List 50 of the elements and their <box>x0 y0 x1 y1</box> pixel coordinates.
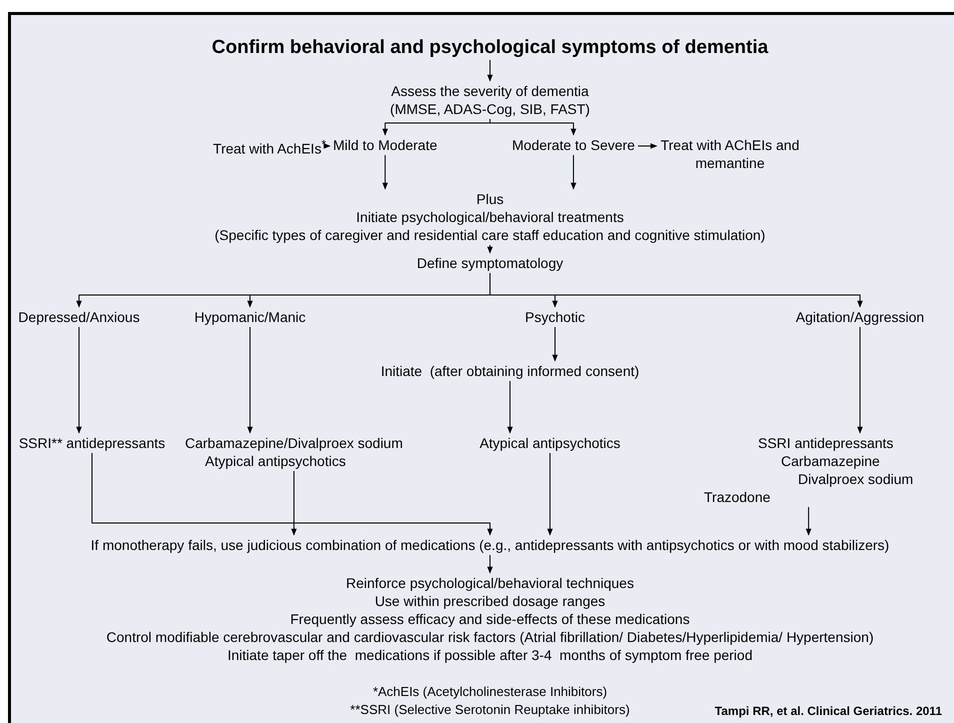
step-text: Mild to Moderate <box>333 136 438 154</box>
arrow <box>487 244 493 254</box>
arrow <box>547 452 553 536</box>
step-text: Atypical antipsychotics <box>478 434 622 452</box>
step-text: Carbamazepine <box>780 452 881 470</box>
step-text: Frequently assess efficacy and side-effects of these medications <box>289 610 691 628</box>
arrow <box>806 506 812 536</box>
arrow <box>552 326 558 362</box>
footnote-text: *AchEIs (Acetylcholinesterase Inhibitors) <box>372 683 608 701</box>
step-text: (Specific types of caregiver and residential care staff education and cognitive stimulation) <box>214 226 766 244</box>
arrow <box>291 470 297 536</box>
step-text: Initiate (after obtaining informed consent) <box>380 362 640 380</box>
arrow <box>76 326 82 434</box>
step-text: Assess the severity of dementia <box>390 82 590 100</box>
arrow <box>92 452 493 536</box>
step-text: Treat with AChEIs and memantine <box>660 136 800 172</box>
step-text: Carbamazepine/Divalproex sodium <box>185 434 404 452</box>
step-text: Initiate taper off the medications if possible after 3-4 months of symptom free period <box>226 646 754 664</box>
step-text: (MMSE, ADAS-Cog, SIB, FAST) <box>389 100 591 118</box>
arrow <box>857 326 863 434</box>
arrow <box>570 154 576 190</box>
arrow <box>247 326 253 434</box>
step-text: Agitation/Aggression <box>794 308 926 326</box>
step-text: Use within prescribed dosage ranges <box>374 592 606 610</box>
step-text: Hypomanic/Manic <box>193 308 307 326</box>
arrow <box>490 272 863 308</box>
arrow <box>487 60 493 82</box>
step-text: Define symptomatology <box>416 254 564 272</box>
step-text: Reinforce psychological/behavioral techniques <box>345 574 635 592</box>
step-text: Trazodone <box>703 488 772 506</box>
step-text: Control modifiable cerebrovascular and cardiovascular risk factors (Atrial fibrillation/ Diabetes/Hyperlipidemia/ Hypertension) <box>105 628 875 646</box>
heading-text: Confirm behavioral and psychological symptoms of dementia <box>210 36 770 60</box>
step-text: If monotherapy fails, use judicious combination of medications (e.g., antidepressants with antipsychotics or with mood stabilizers) <box>90 536 890 554</box>
arrow <box>487 554 493 574</box>
step-text: SSRI** antidepressants <box>18 434 166 452</box>
step-text: Initiate psychological/behavioral treatments <box>355 208 625 226</box>
arrow <box>382 154 388 190</box>
step-text: SSRI antidepressants <box>757 434 894 452</box>
step-text: Divalproex sodium <box>797 470 914 488</box>
arrow <box>324 143 330 149</box>
footnote-text: **SSRI (Selective Serotonin Reuptake inhibitors) <box>349 701 631 719</box>
step-text: Treat with AchEIs$^{*}$ <box>212 137 326 158</box>
step-text: Plus <box>475 190 505 208</box>
arrow <box>637 143 658 149</box>
citation-text: Tampi RR, et al. Clinical Geriatrics. 2011 <box>714 703 942 720</box>
step-text: Moderate to Severe <box>512 136 636 154</box>
arrow <box>507 380 513 434</box>
step-text: Depressed/Anxious <box>17 308 141 326</box>
step-text: Psychotic <box>524 308 586 326</box>
step-text: Atypical antipsychotics <box>204 452 347 470</box>
